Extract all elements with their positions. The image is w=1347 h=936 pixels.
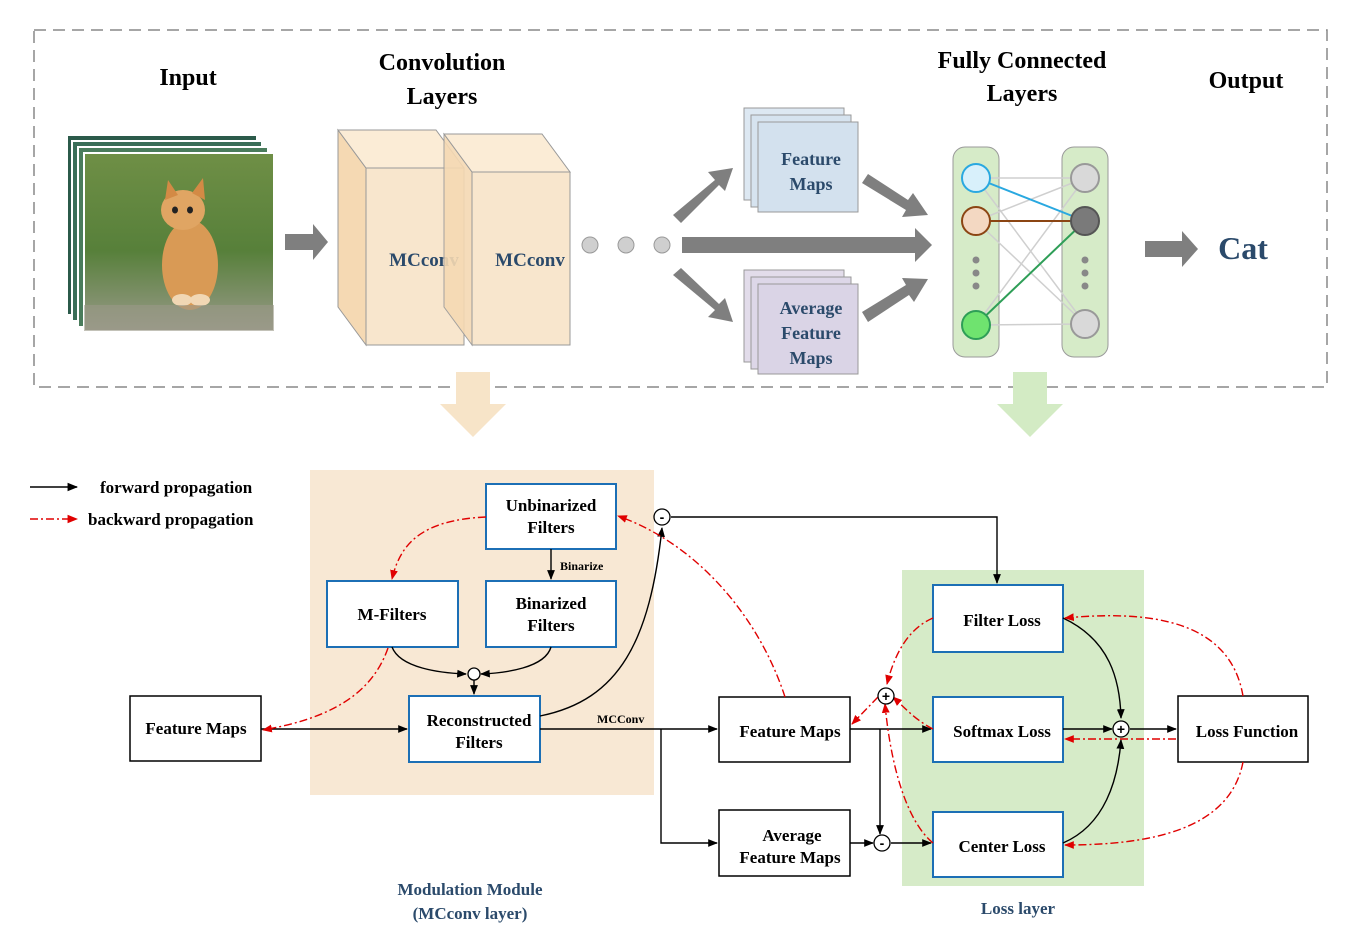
- conv-heading-1: Convolution: [379, 50, 506, 76]
- softmax-loss-label: Softmax Loss: [953, 722, 1051, 741]
- average-feature-maps-box: Average Feature Maps: [718, 809, 851, 877]
- minus-node-filters: -: [653, 508, 671, 526]
- conv-heading-2: Layers: [407, 84, 478, 110]
- avg-feature-maps-label-1: Average: [762, 826, 822, 845]
- neuron-out-1: [1070, 163, 1100, 193]
- binarized-label-1: Binarized: [516, 594, 587, 613]
- input-heading: Input: [159, 65, 216, 91]
- loss-function-box: Loss Function: [1177, 695, 1309, 763]
- filter-loss-box: Filter Loss: [932, 584, 1064, 653]
- avg-maps-label-1: Average: [780, 298, 843, 318]
- binarize-edge-label: Binarize: [560, 559, 604, 573]
- binarized-label-2: Filters: [527, 616, 575, 635]
- feature-maps-in-label: Feature Maps: [145, 719, 247, 738]
- reconstructed-label-2: Filters: [455, 733, 503, 752]
- mcconv-label-1: MCconv: [389, 250, 459, 271]
- minus-symbol-2: -: [880, 835, 885, 851]
- conv-zoom-arrow: [440, 372, 506, 437]
- minus-symbol-1: -: [660, 509, 665, 525]
- output-heading: Output: [1209, 68, 1284, 94]
- arrow-straight-to-fc: [682, 228, 932, 262]
- loss-function-label: Loss Function: [1196, 722, 1299, 741]
- modulation-caption-1: Modulation Module: [398, 880, 543, 899]
- mfilters-label: M-Filters: [358, 605, 427, 624]
- mcconv-edge-label: MCConv: [597, 712, 644, 726]
- feature-maps-label-1: Feature: [781, 149, 841, 169]
- plus-node-gradients: +: [877, 687, 895, 705]
- neuron-out-3: [1070, 309, 1100, 339]
- arrow-feature-to-fc: [862, 174, 928, 217]
- avg-feature-maps-label-2: Feature Maps: [739, 848, 841, 867]
- minus-node-center: -: [873, 834, 891, 852]
- legend-backward-label: backward propagation: [88, 510, 254, 529]
- modulation-caption-2: (MCconv layer): [413, 904, 528, 923]
- neuron-out-2: [1070, 206, 1100, 236]
- mcconv-label-2: MCconv: [495, 250, 565, 271]
- input-image-stack: [66, 134, 275, 332]
- join-node-reconstruct: [467, 667, 481, 681]
- reconstructed-filters-box: Reconstructed Filters: [408, 695, 541, 763]
- top-frame: [33, 29, 1328, 388]
- fc-heading-2: Layers: [987, 81, 1058, 107]
- plus-symbol-1: +: [882, 688, 890, 704]
- output-result: Cat: [1218, 230, 1268, 266]
- unbinarized-filters-box: Unbinarized Filters: [485, 483, 617, 550]
- feature-maps-label-2: Maps: [789, 174, 832, 194]
- ellipsis-dots: [581, 236, 671, 254]
- loss-layer-caption: Loss layer: [981, 899, 1056, 918]
- mcconv-block-2: [443, 132, 571, 347]
- fc-heading-1: Fully Connected: [938, 48, 1107, 74]
- mfilters-box: M-Filters: [326, 580, 459, 648]
- neuron-in-3: [961, 310, 991, 340]
- forward-connectors: [261, 516, 1177, 847]
- plus-symbol-2: +: [1117, 721, 1125, 737]
- legend-forward-label: forward propagation: [100, 478, 253, 497]
- feature-maps-stack: [743, 107, 859, 213]
- arrow-down-to-avg-maps: [673, 268, 733, 322]
- loss-zoom-arrow: [997, 372, 1063, 437]
- filter-loss-label: Filter Loss: [963, 611, 1041, 630]
- unbinarized-label-2: Filters: [527, 518, 575, 537]
- plus-node-loss: +: [1112, 720, 1130, 738]
- backward-connectors: [262, 515, 1244, 849]
- feature-maps-out-label: Feature Maps: [739, 722, 841, 741]
- neuron-in-1: [961, 163, 991, 193]
- feature-maps-out-box: Feature Maps: [718, 696, 851, 763]
- feature-maps-in-box: Feature Maps: [129, 695, 262, 762]
- fc-to-output-arrow: [1145, 231, 1198, 267]
- arrow-avg-to-fc: [862, 278, 928, 322]
- reconstructed-label-1: Reconstructed: [427, 711, 532, 730]
- input-to-conv-arrow: [285, 224, 328, 260]
- average-feature-maps-stack: [743, 269, 859, 375]
- avg-maps-label-2: Feature: [781, 323, 841, 343]
- center-loss-label: Center Loss: [958, 837, 1045, 856]
- fc-network: [952, 146, 1109, 358]
- avg-maps-label-3: Maps: [789, 348, 832, 368]
- binarized-filters-box: Binarized Filters: [485, 580, 617, 648]
- center-loss-box: Center Loss: [932, 811, 1064, 878]
- kitten-picture: [84, 178, 274, 331]
- unbinarized-label-1: Unbinarized: [506, 496, 597, 515]
- neuron-in-2: [961, 206, 991, 236]
- arrow-up-to-feature-maps: [673, 168, 733, 223]
- softmax-loss-box: Softmax Loss: [932, 696, 1064, 763]
